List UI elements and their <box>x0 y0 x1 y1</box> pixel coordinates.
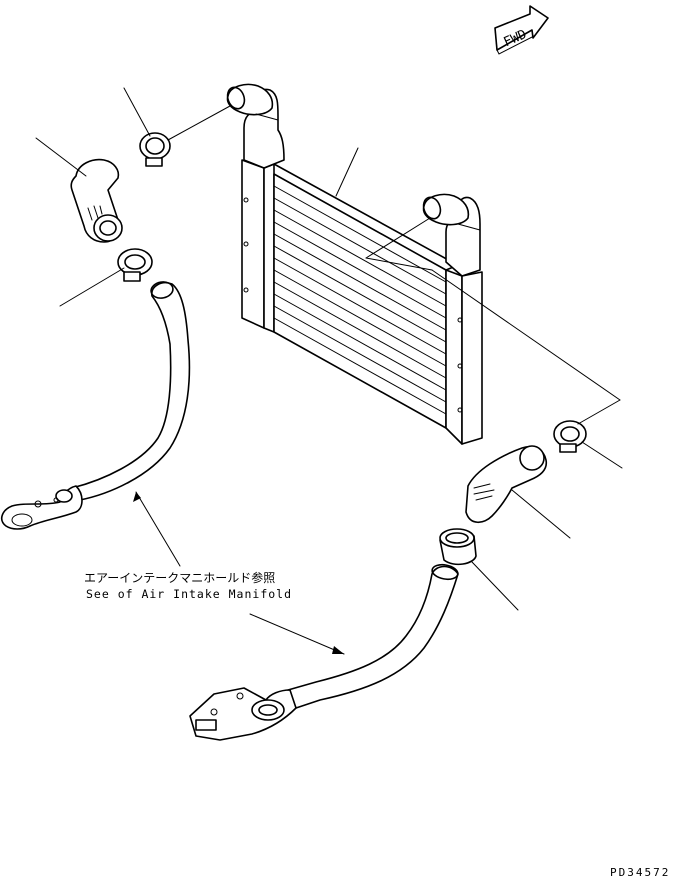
core-fins <box>273 185 447 415</box>
reference-note-english: See of Air Intake Manifold <box>86 587 292 601</box>
lower-mid-clamp <box>439 528 477 566</box>
lower-intake-tube <box>189 563 459 741</box>
upper-left-clamp <box>139 132 171 167</box>
core-left-pipe <box>226 83 285 169</box>
fwd-arrow: FWD <box>494 5 549 55</box>
drawing-number: PD34572 <box>610 866 670 879</box>
upper-left-elbow-hose <box>70 158 123 243</box>
leader-lines <box>35 87 623 655</box>
reference-note-japanese: エアーインテークマニホールド参照 <box>84 570 275 585</box>
mid-left-clamp <box>117 248 153 282</box>
lower-right-hose <box>465 445 548 524</box>
core-right-pipe <box>422 193 481 277</box>
lower-right-clamp <box>553 420 587 453</box>
left-intake-tube <box>0 281 191 530</box>
intercooler-core <box>241 159 483 445</box>
